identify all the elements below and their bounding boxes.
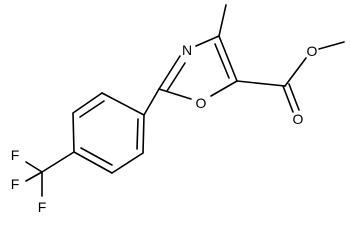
bond-c2-phenyl: [143, 88, 160, 116]
bond-c4-methyl: [218, 4, 227, 37]
atom-fluorine-3: F: [38, 199, 47, 215]
bond-ph3-ph4: [72, 112, 75, 153]
bond-ph-inner-1: [79, 100, 105, 118]
bond-carbonyl-oester: [284, 57, 307, 87]
bond-n3-c2-outer: [158, 55, 181, 90]
bond-ph1-ph2: [101, 92, 145, 116]
bond-co-double-b: [288, 83, 300, 111]
bond-o1-c5: [210, 80, 238, 97]
bond-ph4-cf3: [41, 151, 75, 173]
bond-ph6-ph1: [142, 114, 145, 154]
bond-c-f1: [25, 161, 43, 173]
bond-ph-inner-2: [80, 147, 113, 166]
bond-c-f2: [25, 171, 43, 182]
molecule-drawing: N O O O F F F: [11, 4, 345, 215]
bond-n3-c2-inner: [166, 62, 186, 92]
structure-diagram: N O O O F F F: [11, 4, 345, 215]
atom-ring-oxygen: O: [196, 95, 207, 111]
atom-fluorine-1: F: [11, 147, 20, 163]
atom-nitrogen: N: [182, 42, 192, 58]
bond-ph2-ph3: [72, 92, 103, 114]
atom-ester-oxygen: O: [307, 43, 318, 59]
atom-fluorine-2: F: [11, 176, 20, 192]
bond-co-double-a: [282, 85, 294, 113]
bond-c4-n3: [195, 35, 220, 47]
bond-c5-c4-inner: [214, 43, 230, 79]
bond-c5-c4-outer: [218, 35, 238, 82]
bond-ph4-ph5: [73, 151, 113, 174]
bond-c5-carbonyl: [236, 80, 286, 87]
bond-ph-inner-3: [136, 118, 139, 150]
bond-c2-o1: [158, 88, 192, 100]
bond-ph5-ph6: [111, 152, 144, 174]
atom-carbonyl-oxygen: O: [293, 111, 304, 127]
bond-oester-methyl: [318, 41, 345, 50]
